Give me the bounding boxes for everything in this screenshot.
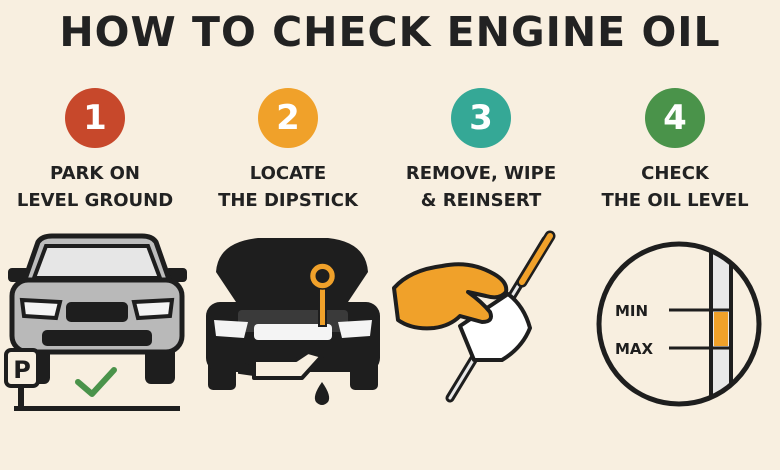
step-4-illustration: MIN MAX bbox=[596, 241, 762, 407]
step-4: 4 CHECK THE OIL LEVEL bbox=[580, 88, 770, 214]
step-2-illustration bbox=[206, 238, 380, 405]
page-title: HOW TO CHECK ENGINE OIL bbox=[59, 8, 721, 56]
step-4-label: CHECK THE OIL LEVEL bbox=[601, 163, 749, 211]
min-label: MIN bbox=[615, 302, 648, 320]
step-1-illustration: P bbox=[4, 233, 187, 411]
step-2-label: LOCATE THE DIPSTICK bbox=[218, 163, 358, 211]
checkmark-icon bbox=[75, 367, 117, 397]
car-open-hood-icon bbox=[206, 238, 380, 390]
step-3-label: REMOVE, WIPE & REINSERT bbox=[405, 163, 557, 211]
magnifier-circle-icon bbox=[596, 241, 762, 407]
dipstick-handle-icon bbox=[308, 262, 337, 327]
cloth-icon bbox=[458, 292, 532, 362]
oil-can-icon bbox=[238, 350, 324, 380]
hand-icon bbox=[392, 262, 509, 331]
ground-line bbox=[14, 406, 180, 411]
parking-sign-letter: P bbox=[13, 356, 31, 384]
step-3-illustration bbox=[392, 230, 556, 403]
step-1-label: PARK ON LEVEL GROUND bbox=[16, 163, 174, 211]
step-3-number-badge: 3 bbox=[451, 88, 511, 148]
step-2: 2 LOCATE THE DIPSTICK bbox=[193, 88, 383, 214]
car-front-icon bbox=[8, 233, 187, 384]
max-label: MAX bbox=[615, 340, 654, 358]
step-1: 1 PARK ON LEVEL GROUND bbox=[0, 88, 190, 214]
dipstick-level-icon bbox=[709, 244, 733, 404]
step-1-number-badge: 1 bbox=[65, 88, 125, 148]
step-4-number-badge: 4 bbox=[645, 88, 705, 148]
oil-drop-icon bbox=[314, 382, 330, 405]
step-3: 3 REMOVE, WIPE & REINSERT bbox=[386, 88, 576, 214]
step-2-number-badge: 2 bbox=[258, 88, 318, 148]
parking-sign-icon: P bbox=[4, 348, 40, 408]
